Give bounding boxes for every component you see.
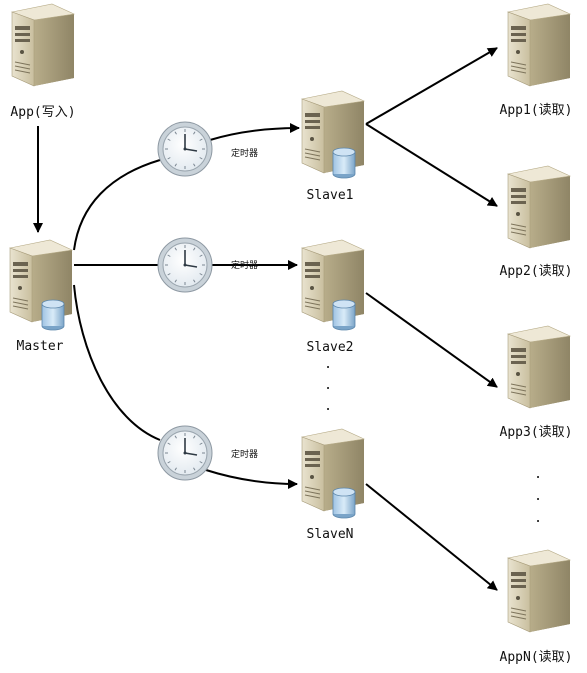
database-icon [332,147,356,179]
node-label: Master [17,339,64,354]
server-icon [11,3,75,87]
node-slaveN: SlaveN [301,428,365,542]
edge-timer1-to-slave1 [209,123,300,141]
server-icon [507,165,571,249]
server-icon [507,3,571,87]
timer-label: 定时器 [231,259,258,271]
node-label: App(写入) [10,105,75,120]
database-icon [332,299,356,331]
timer-2: 定时器 [157,237,258,293]
edge-master-to-timer1 [73,159,161,251]
edge-slave1-to-app1 [365,47,498,125]
node-app2: App2(读取) [500,165,573,279]
edge-slave2-to-app3 [365,292,498,388]
node-label: App3(读取) [500,425,573,440]
ellipsis-dot: . [534,489,542,504]
node-appN: AppN(读取) [500,549,573,665]
node-app-writer: App(写入) [10,3,76,120]
node-label: SlaveN [307,527,354,542]
node-label: App2(读取) [500,264,573,279]
node-master: Master [9,239,73,354]
node-label: AppN(读取) [500,650,573,665]
ellipsis-apps: . . . [534,467,542,526]
database-icon [41,299,65,331]
clock-icon [157,237,213,293]
clock-icon [157,121,213,177]
ellipsis-dot: . [324,399,332,414]
ellipsis-dot: . [534,467,542,482]
timer-3: 定时器 [157,425,258,481]
node-label: Slave2 [307,340,354,355]
timer-label: 定时器 [231,147,258,159]
node-slave2: Slave2 [301,239,365,355]
node-app1: App1(读取) [500,3,573,118]
database-icon [332,487,356,519]
node-label: App1(读取) [500,103,573,118]
node-label: Slave1 [307,188,354,203]
server-icon [507,325,571,409]
ellipsis-dot: . [534,511,542,526]
edge-timer3-to-slaveN [205,469,298,489]
edge-slaveN-to-appN [365,483,498,591]
clock-icon [157,425,213,481]
timer-label: 定时器 [231,448,258,460]
node-app3: App3(读取) [500,325,573,440]
edge-slave1-to-app2 [365,123,498,207]
ellipsis-slaves: . . . [324,357,332,414]
edge-master-to-timer3 [73,284,161,441]
ellipsis-dot: . [324,357,332,372]
ellipsis-dot: . [324,378,332,393]
server-icon [507,549,571,633]
node-slave1: Slave1 [301,90,365,203]
timer-1: 定时器 [157,121,258,177]
